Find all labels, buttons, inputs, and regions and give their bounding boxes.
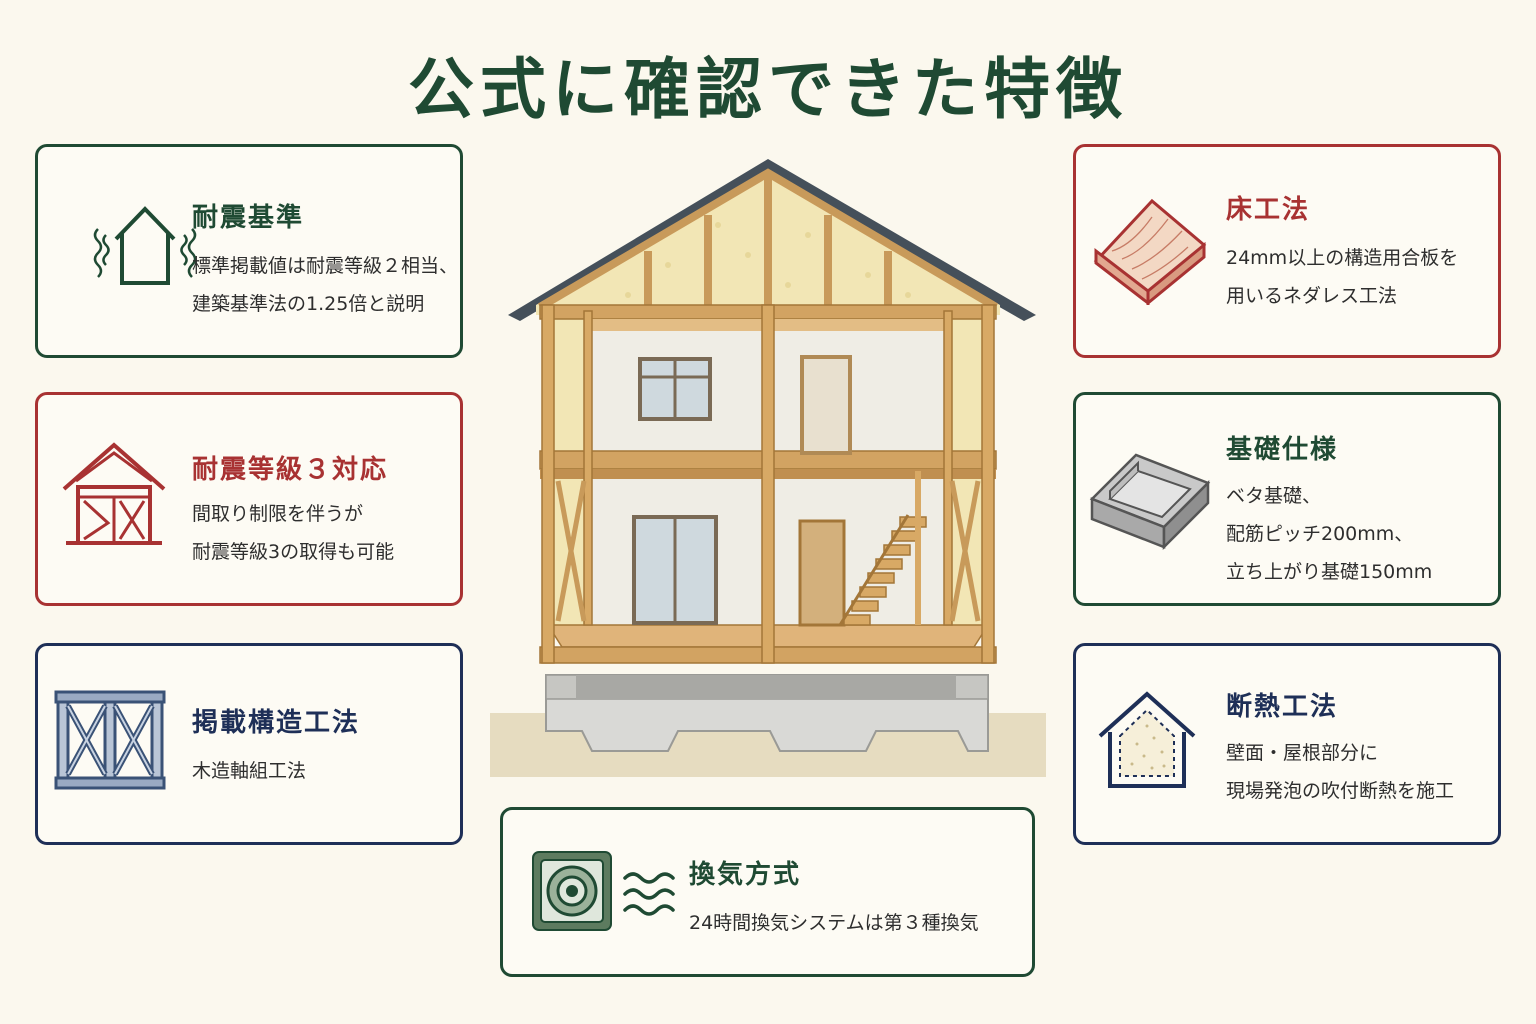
card-seismic-grade3: 耐震等級３対応 間取り制限を伴うが 耐震等級3の取得も可能: [35, 392, 463, 606]
card-seismic-standard: 耐震基準 標準掲載値は耐震等級２相当、 建築基準法の1.25倍と説明: [35, 144, 463, 358]
page-title: 公式に確認できた特徴: [408, 50, 1128, 128]
upper-door: [800, 355, 852, 455]
card-line: 耐震等級3の取得も可能: [192, 541, 395, 563]
card-line: 壁面・屋根部分に: [1226, 742, 1379, 764]
card-line: 24mm以上の構造用合板を: [1226, 247, 1459, 269]
shaking-house-icon: [93, 206, 197, 285]
card-body: 木造軸組工法: [192, 752, 306, 790]
card-body: 24mm以上の構造用合板を 用いるネダレス工法: [1226, 239, 1458, 315]
card-foundation: 基礎仕様 ベタ基礎、 配筋ピッチ200mm、 立ち上がり基礎150mm: [1073, 392, 1501, 606]
card-line: ベタ基礎、: [1226, 485, 1322, 507]
card-body: 間取り制限を伴うが 耐震等級3の取得も可能: [192, 495, 394, 571]
timber-frame-icon: [54, 690, 166, 790]
card-floor: 床工法 24mm以上の構造用合板を 用いるネダレス工法: [1073, 144, 1501, 358]
concrete-foundation-icon: [1089, 453, 1211, 551]
card-line: 間取り制限を伴うが: [192, 503, 364, 525]
staircase: [843, 516, 927, 626]
card-line: 24時間換気システムは第３種換気: [689, 912, 979, 934]
card-line: 配筋ピッチ200mm、: [1226, 523, 1414, 545]
card-structure: 掲載構造工法 木造軸組工法: [35, 643, 463, 845]
card-line: 建築基準法の1.25倍と説明: [192, 293, 425, 315]
ventilation-fan-icon: [532, 851, 675, 931]
plywood-board-icon: [1093, 198, 1207, 305]
house-cutaway-illustration: [490, 159, 1046, 777]
card-line: 用いるネダレス工法: [1226, 285, 1398, 307]
card-line: 現場発泡の吹付断熱を施工: [1226, 780, 1455, 802]
card-heading: 断熱工法: [1226, 692, 1339, 722]
card-body: 壁面・屋根部分に 現場発泡の吹付断熱を施工: [1226, 734, 1454, 810]
card-heading: 床工法: [1226, 195, 1311, 225]
card-body: 標準掲載値は耐震等級２相当、 建築基準法の1.25倍と説明: [192, 247, 458, 323]
card-heading: 耐震等級３対応: [192, 455, 389, 485]
card-heading: 基礎仕様: [1226, 435, 1339, 465]
card-body: ベタ基礎、 配筋ピッチ200mm、 立ち上がり基礎150mm: [1226, 477, 1432, 591]
card-heading: 耐震基準: [192, 203, 305, 233]
card-heading: 掲載構造工法: [192, 708, 361, 738]
card-ventilation: 換気方式 24時間換気システムは第３種換気: [500, 807, 1035, 977]
card-line: 標準掲載値は耐震等級２相当、: [192, 255, 459, 277]
card-insulation: 断熱工法 壁面・屋根部分に 現場発泡の吹付断熱を施工: [1073, 643, 1501, 845]
insulated-house-icon: [1098, 691, 1196, 788]
braced-house-icon: [62, 442, 166, 545]
card-heading: 換気方式: [689, 860, 802, 890]
card-line: 木造軸組工法: [192, 760, 307, 782]
lower-door: [798, 519, 846, 627]
card-body: 24時間換気システムは第３種換気: [689, 904, 979, 942]
card-line: 立ち上がり基礎150mm: [1226, 561, 1433, 583]
